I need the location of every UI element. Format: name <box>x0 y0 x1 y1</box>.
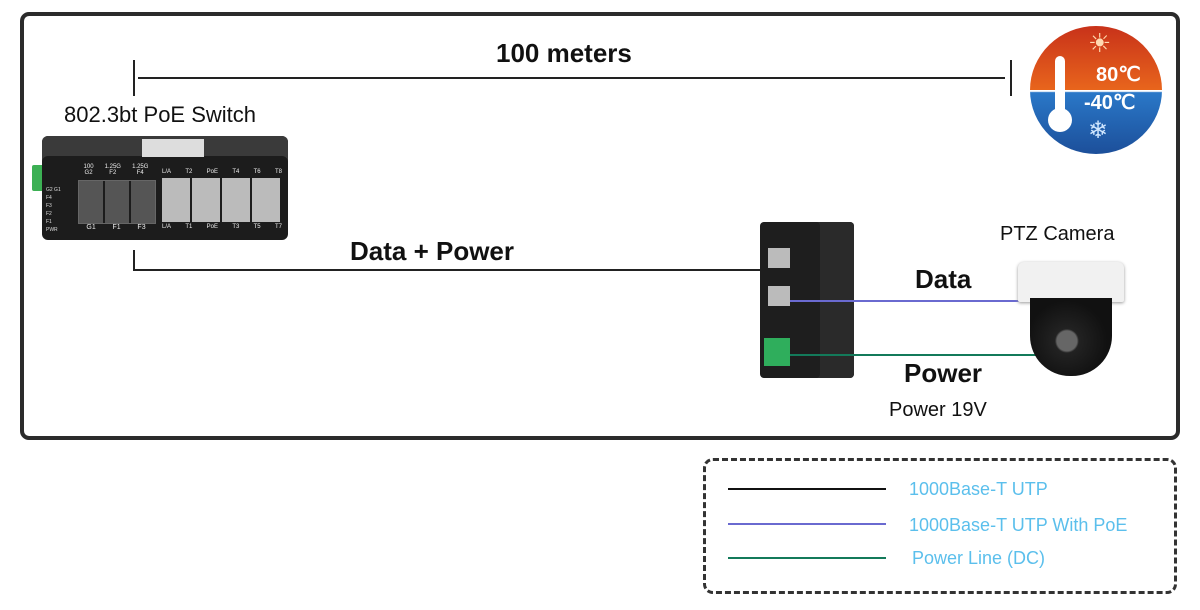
diagram-frame <box>20 12 1180 440</box>
dimension-tick-right <box>1010 60 1012 96</box>
led-label: F4 <box>46 195 52 201</box>
poe-data-line <box>790 300 1026 302</box>
led-label: F2 <box>46 211 52 217</box>
sfp-ports <box>78 180 156 224</box>
legend-swatch-poe <box>728 523 886 525</box>
power-voltage: Power 19V <box>889 399 987 421</box>
camera-dome <box>1030 298 1112 376</box>
distance-label: 100 meters <box>496 38 632 68</box>
led-label: PWR <box>46 227 58 233</box>
legend-swatch-utp <box>728 488 886 490</box>
switch-leds: G2 G1 F4 F3 F2 F1 PWR <box>46 186 61 234</box>
legend-label-utp: 1000Base-T UTP <box>909 479 1048 499</box>
led-label: F1 <box>46 219 52 225</box>
led-label: F3 <box>46 203 52 209</box>
legend-label-poe: 1000Base-T UTP With PoE <box>909 515 1128 535</box>
legend-swatch-power <box>728 557 886 559</box>
power-line <box>790 354 1040 356</box>
temperature-badge: ☀ ❄ 80℃ -40℃ <box>1030 26 1162 154</box>
link-label: Data + Power <box>350 236 515 266</box>
utp-link-line <box>133 269 765 271</box>
legend <box>703 458 1177 594</box>
legend-label-power: Power Line (DC) <box>912 548 1046 568</box>
led-label: G2 G1 <box>46 187 61 193</box>
injector-data-port <box>768 286 790 306</box>
sfp-bottom-label: F3 <box>137 224 146 231</box>
sun-icon: ☀ <box>1088 28 1112 58</box>
temperature-high: 80℃ <box>1096 64 1141 86</box>
sfp-bottom-label: F1 <box>112 224 121 231</box>
injector-poe-port <box>768 248 790 268</box>
rj45-ports <box>162 178 282 222</box>
dimension-line <box>138 77 1005 79</box>
power-label: Power <box>904 358 983 388</box>
camera-label: PTZ Camera <box>1000 223 1115 245</box>
dimension-tick-left <box>133 60 135 96</box>
data-label: Data <box>915 264 972 294</box>
thermometer-icon <box>1055 56 1065 114</box>
switch-label-plate <box>142 139 204 157</box>
ptz-camera-image <box>1018 262 1124 302</box>
temperature-low: -40℃ <box>1084 92 1136 114</box>
injector-power-terminal <box>764 338 790 366</box>
sfp-bottom-label: G1 <box>86 224 96 231</box>
snowflake-icon: ❄ <box>1088 117 1109 144</box>
link-line-vertical <box>133 250 135 271</box>
switch-title: 802.3bt PoE Switch <box>64 102 257 127</box>
